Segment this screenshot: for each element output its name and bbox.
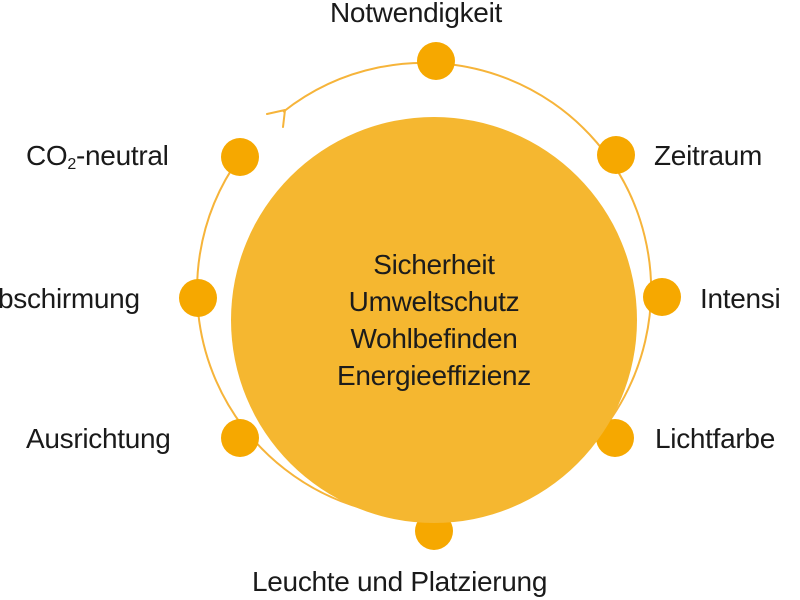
node-label-leuchte: Leuchte und Platzierung xyxy=(252,566,548,597)
node-dot-abschirmung xyxy=(179,279,217,317)
node-label-co2: CO2-neutral xyxy=(26,140,169,173)
node-label-abschirmung: bschirmung xyxy=(0,283,140,314)
node-label-notwendigkeit: Notwendigkeit xyxy=(330,0,502,28)
co2-label-subscript: 2 xyxy=(67,156,77,173)
node-label-lichtfarbe: Lichtfarbe xyxy=(655,423,775,454)
direction-arrow-icon xyxy=(266,109,286,128)
node-dot-co2 xyxy=(221,138,259,176)
co2-label-rest: -neutral xyxy=(76,140,169,171)
node-dot-ausrichtung xyxy=(221,419,259,457)
center-line: Wohlbefinden xyxy=(350,323,518,354)
co2-label-main: CO xyxy=(26,140,68,171)
node-label-ausrichtung: Ausrichtung xyxy=(26,423,171,454)
node-dot-notwendigkeit xyxy=(417,42,455,80)
center-line: Umweltschutz xyxy=(348,286,520,317)
center-line: Energieeffizienz xyxy=(337,360,531,391)
node-label-zeitraum: Zeitraum xyxy=(654,140,763,171)
center-line: Sicherheit xyxy=(373,249,495,280)
center-circle: Sicherheit Umweltschutz Wohlbefinden Ene… xyxy=(231,117,637,523)
node-label-intensitaet: Intensi xyxy=(700,283,781,314)
node-dot-intensitaet xyxy=(643,278,681,316)
node-dot-zeitraum xyxy=(597,136,635,174)
